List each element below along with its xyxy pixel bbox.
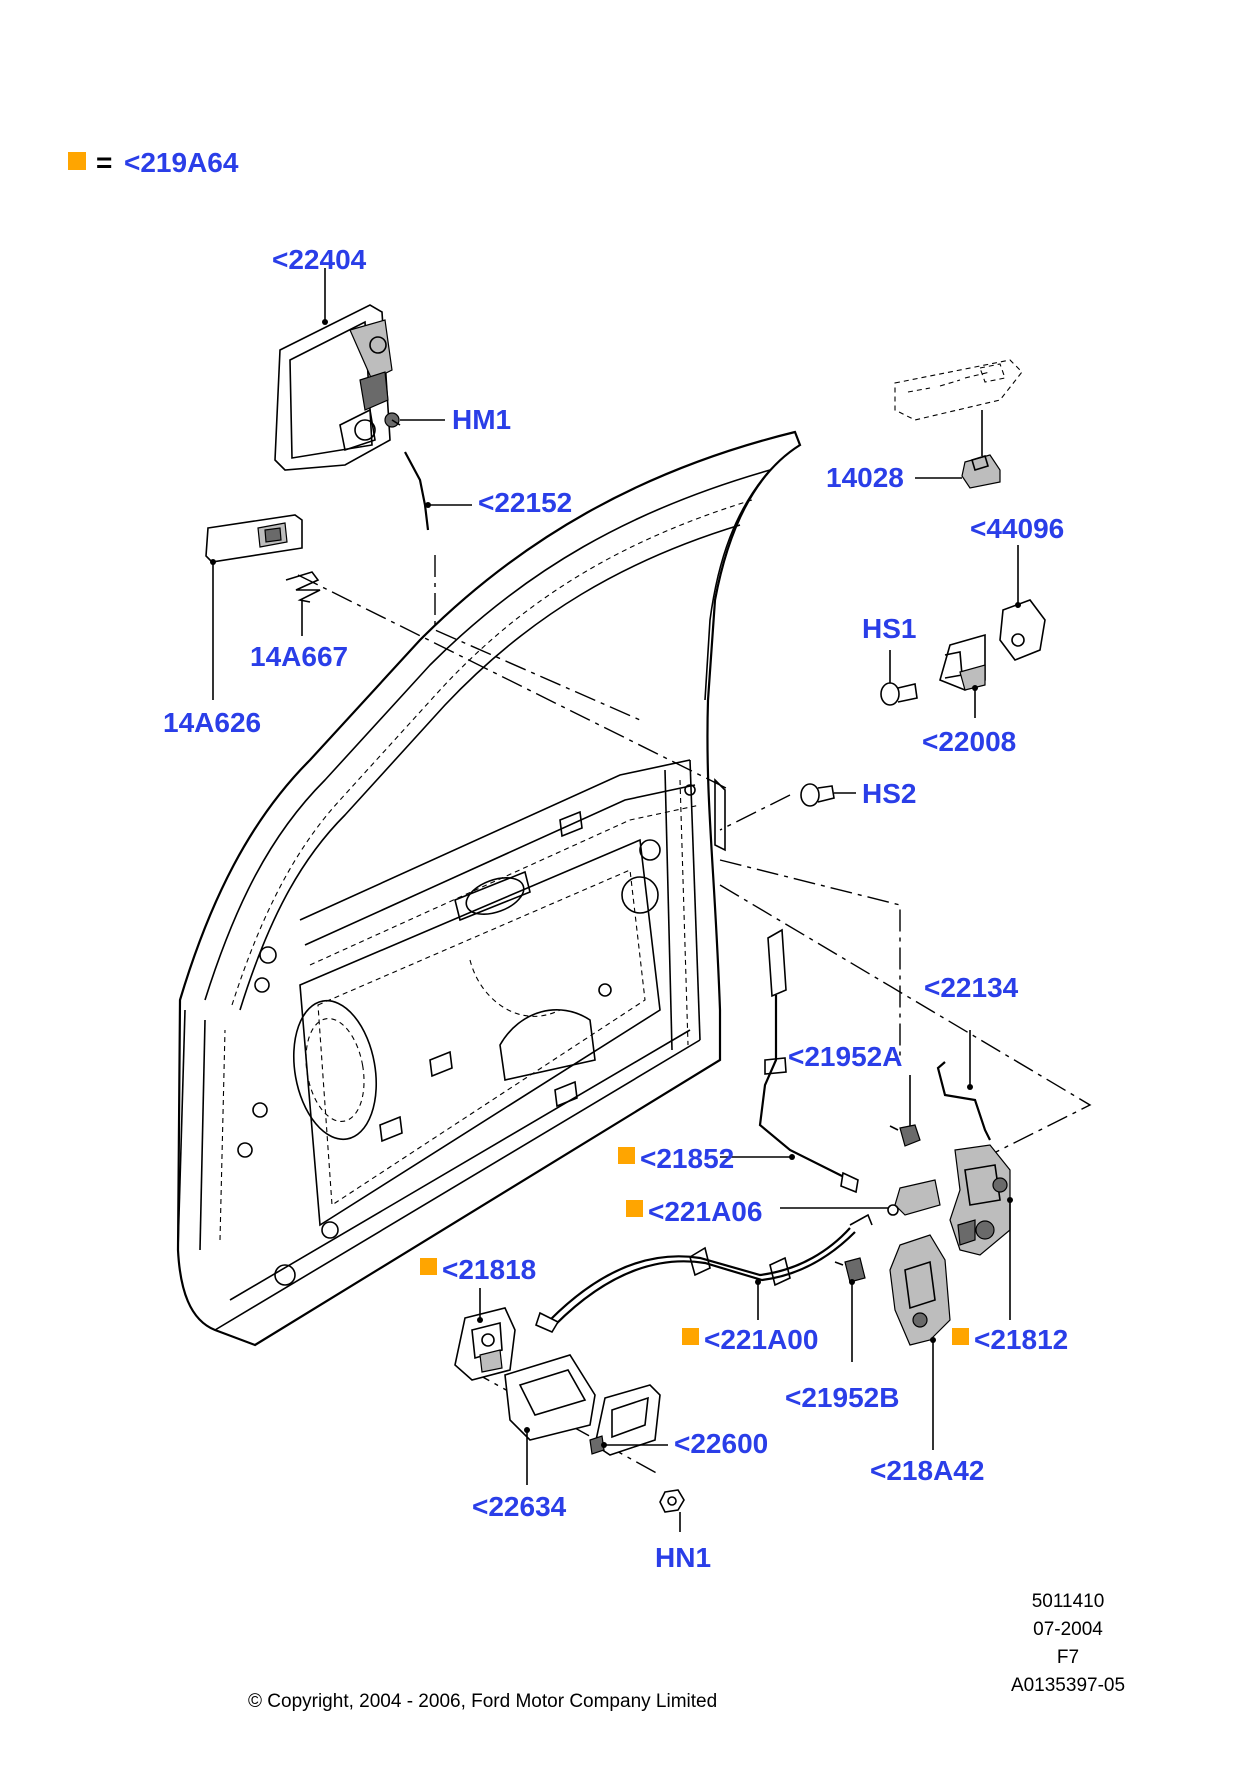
part-HN1-nut — [659, 1489, 685, 1513]
footer-code: F7 — [1057, 1647, 1079, 1668]
part-14A667-clip — [285, 571, 321, 603]
marker-21818 — [420, 1258, 437, 1275]
footer: 5011410 07-2004 F7 A0135397-05 © Copyrig… — [248, 1591, 1125, 1712]
label-218A42: <218A42 — [870, 1455, 984, 1486]
label-21818: <21818 — [442, 1254, 536, 1285]
legend: = <219A64 — [68, 147, 239, 178]
label-14A667: 14A667 — [250, 641, 348, 672]
label-221A06: <221A06 — [648, 1196, 762, 1227]
door-frame — [176, 430, 802, 1347]
part-21952A-switch — [889, 1124, 921, 1147]
legend-marker — [68, 152, 86, 170]
label-21852: <21852 — [640, 1143, 734, 1174]
label-22134: <22134 — [924, 972, 1019, 1003]
label-44096: <44096 — [970, 513, 1064, 544]
label-22634: <22634 — [472, 1491, 567, 1522]
label-HN1: HN1 — [655, 1542, 711, 1573]
label-221A00: <221A00 — [704, 1324, 818, 1355]
part-22600-inner-handle — [589, 1384, 661, 1456]
footer-copyright: © Copyright, 2004 - 2006, Ford Motor Com… — [248, 1691, 717, 1712]
part-14028-switch — [894, 359, 1023, 489]
part-HS2-bolt — [800, 783, 835, 807]
label-22008: <22008 — [922, 726, 1016, 757]
part-221A06-cable-end — [887, 1179, 941, 1216]
marker-21812 — [952, 1328, 969, 1345]
legend-code: <219A64 — [124, 147, 239, 178]
label-HS1: HS1 — [862, 613, 916, 644]
part-21952B-sensor — [834, 1257, 866, 1283]
construction-lines — [297, 555, 1092, 1476]
footer-ref-number: 5011410 — [1032, 1591, 1105, 1612]
label-14A626: 14A626 — [163, 707, 261, 738]
marker-21852 — [618, 1147, 635, 1164]
label-HM1: HM1 — [452, 404, 511, 435]
part-14A626-switch — [205, 514, 303, 563]
label-21952A: <21952A — [788, 1041, 902, 1072]
part-22152-rod — [404, 451, 430, 531]
label-21952B: <21952B — [785, 1382, 899, 1413]
part-21812-latch — [949, 1144, 1011, 1256]
label-HS2: HS2 — [862, 778, 916, 809]
label-22152: <22152 — [478, 487, 572, 518]
part-HS1-bolt — [880, 682, 918, 706]
part-22404-handle-housing — [274, 304, 393, 471]
part-22008-striker — [939, 633, 986, 691]
part-221A00-cable — [535, 1213, 873, 1334]
part-22634-bezel — [504, 1354, 596, 1441]
part-218A42-actuator — [889, 1234, 951, 1346]
marker-221A00 — [682, 1328, 699, 1345]
marker-221A06 — [626, 1200, 643, 1217]
part-44096-plate — [999, 599, 1046, 661]
part-21852-cable — [758, 928, 859, 1194]
label-21812: <21812 — [974, 1324, 1068, 1355]
label-22404: <22404 — [272, 244, 367, 275]
footer-date: 07-2004 — [1033, 1619, 1103, 1640]
legend-equals: = — [96, 147, 112, 178]
part-HM1-screw — [384, 412, 401, 428]
label-22600: <22600 — [674, 1428, 768, 1459]
part-21818-bracket — [454, 1307, 516, 1381]
footer-illustration-id: A0135397-05 — [1011, 1675, 1125, 1696]
label-14028: 14028 — [826, 462, 904, 493]
part-22134-rod — [936, 1061, 991, 1141]
